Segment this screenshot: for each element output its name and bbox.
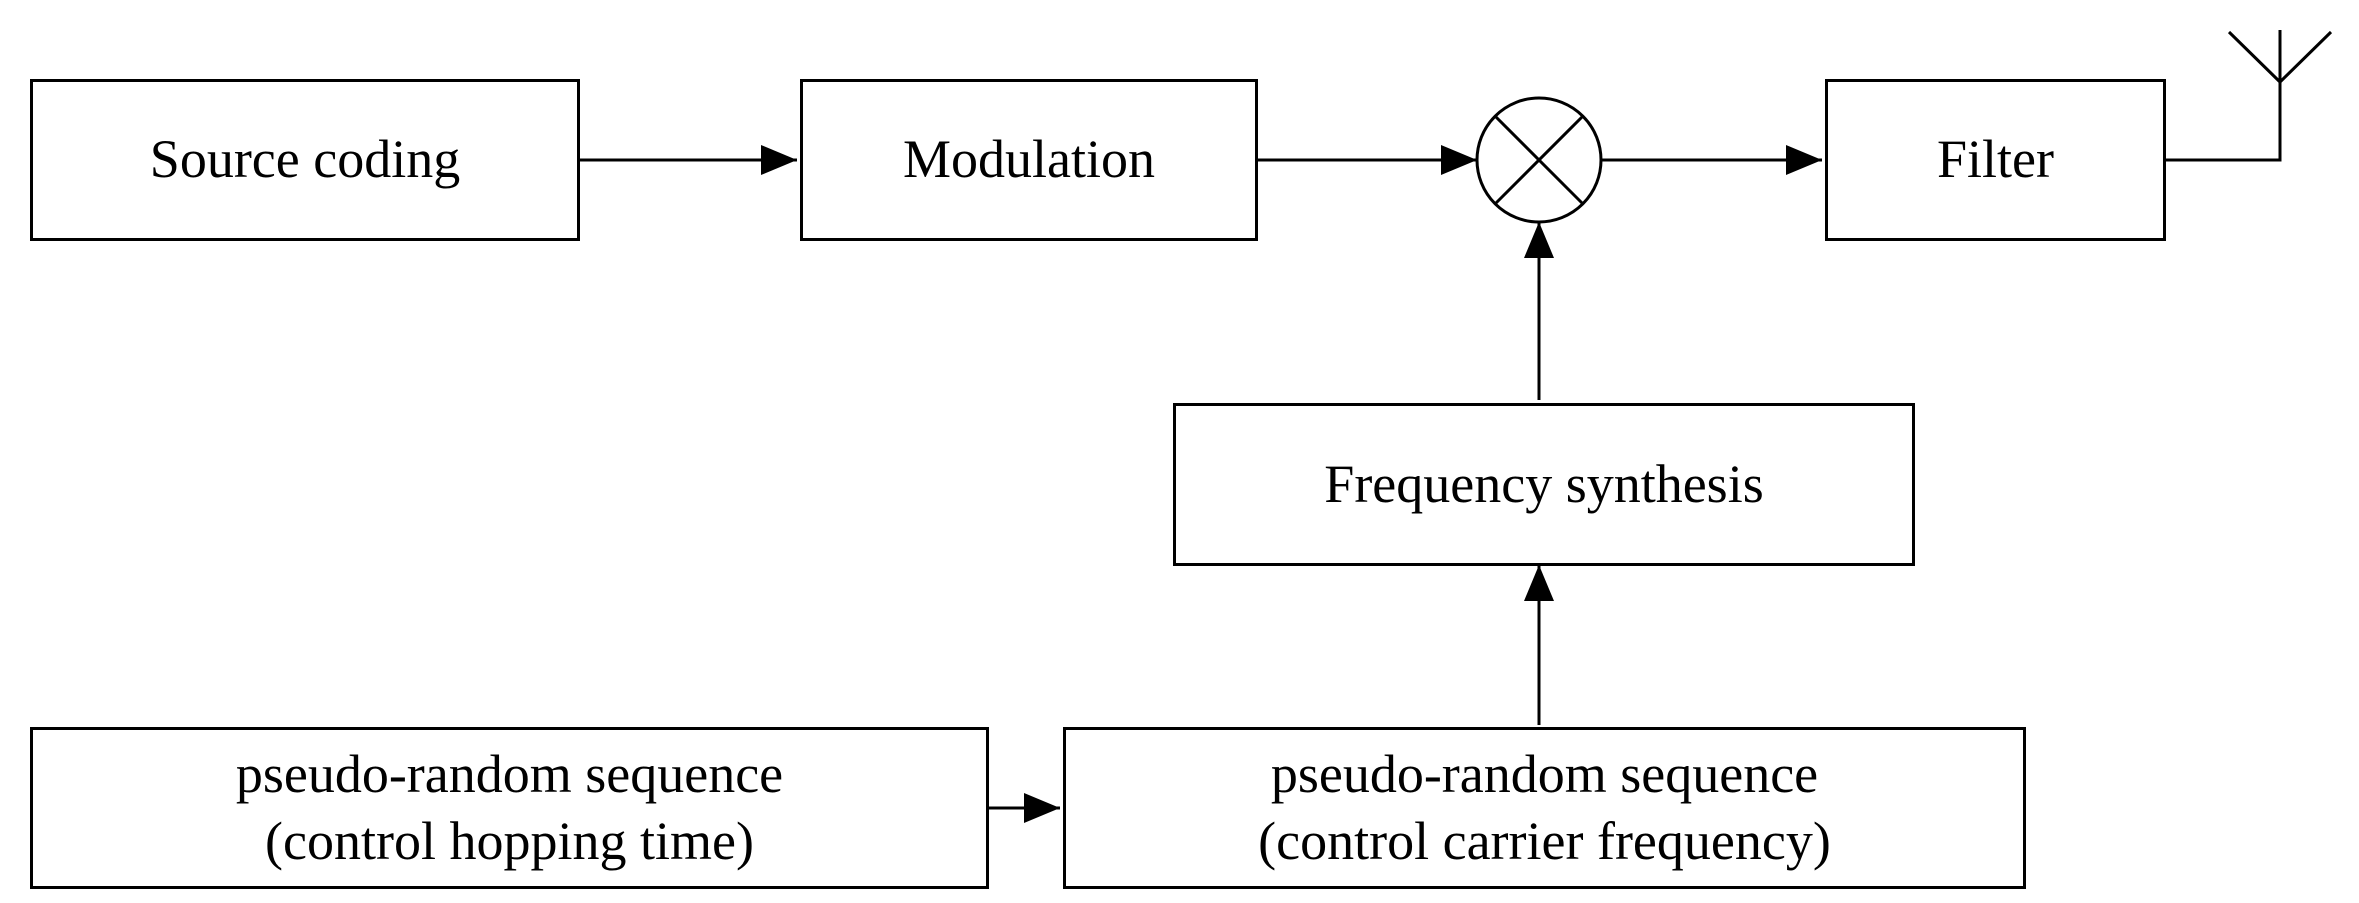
modulation-block: Modulation [800,79,1258,241]
frequency-synthesis-block: Frequency synthesis [1173,403,1915,566]
pn-carrier-frequency-block: pseudo-random sequence (control carrier … [1063,727,2026,889]
pn-hopping-line2: (control hopping time) [265,811,754,871]
source-coding-block: Source coding [30,79,580,241]
modulation-label: Modulation [903,129,1155,190]
pn-hopping-time-block: pseudo-random sequence (control hopping … [30,727,989,889]
source-coding-label: Source coding [149,129,461,190]
pn-carrier-line2: (control carrier frequency) [1258,811,1831,871]
frequency-synthesis-label: Frequency synthesis [1324,453,1764,514]
multiplier-circle-icon [1475,96,1603,224]
pn-carrier-line1: pseudo-random sequence [1270,743,1819,804]
filter-label: Filter [1937,129,2054,190]
filter-block: Filter [1825,79,2166,241]
pn-hopping-line1: pseudo-random sequence [235,743,784,804]
antenna-icon [2166,30,2333,162]
